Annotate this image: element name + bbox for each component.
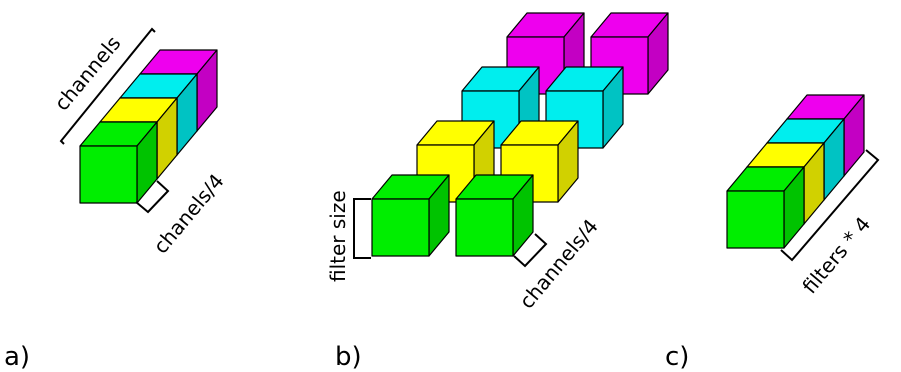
panel-a: channels chanels/4 a): [4, 27, 229, 372]
filters-4-bracket: [780, 149, 880, 262]
panel-b-cube-grid: [371, 12, 669, 257]
filters-4-label: filters * 4: [797, 212, 875, 298]
panel-c-label: c): [665, 342, 689, 372]
chanels-4-label: chanels/4: [148, 169, 228, 258]
magenta-cube: [590, 12, 669, 95]
panel-b: filter size channels/4 b): [326, 12, 669, 372]
filter-size-bracket: [353, 198, 371, 259]
green-cube: [726, 166, 805, 249]
green-cube: [455, 174, 534, 257]
filter-size-label: filter size: [326, 190, 350, 282]
channels-4-bracket: [513, 233, 548, 268]
panel-b-label: b): [335, 342, 362, 372]
panel-c-cube-stack: [726, 94, 865, 249]
green-cube: [79, 121, 158, 204]
channels-bracket: [59, 27, 156, 145]
chanels-4-bracket: [135, 180, 170, 214]
green-cube: [371, 174, 450, 257]
panel-a-cube-stack: [79, 49, 218, 204]
channels-label: channels: [49, 31, 125, 115]
panel-a-label: a): [4, 342, 30, 372]
panel-c: filters * 4 c): [665, 94, 880, 372]
